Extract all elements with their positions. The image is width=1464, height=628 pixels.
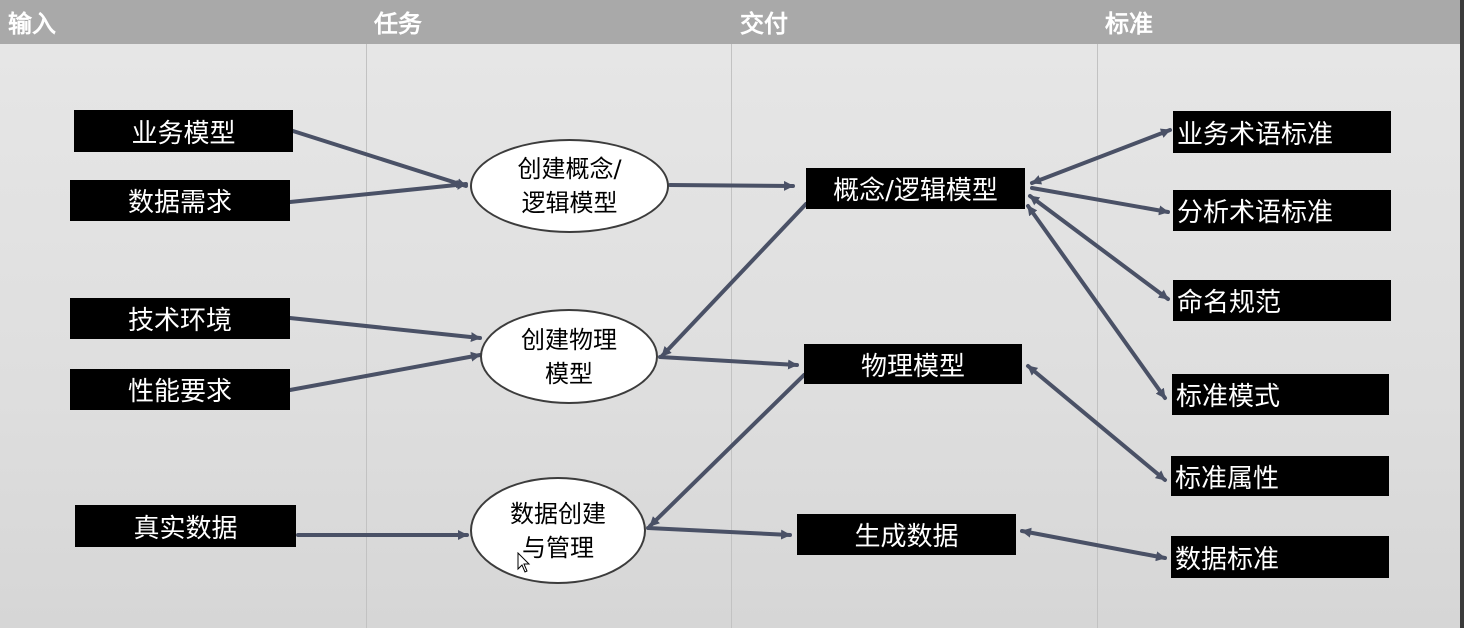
arrow-business-model-to-task1 (291, 129, 468, 189)
input-real-data: 真实数据 (75, 505, 296, 547)
arrow-phys-model-attributes (1026, 364, 1167, 482)
header-bar: 输入 任务 交付 标准 (0, 0, 1464, 44)
header-standard: 标准 (1105, 10, 1153, 38)
arrow-perf-req-to-task2 (288, 351, 482, 392)
arrow-cl-model-to-task2 (660, 202, 808, 358)
task1-line2: 逻辑模型 (521, 189, 618, 217)
task-data-create-manage: 数据创建 与管理 (470, 477, 646, 584)
standard-data-standards: 数据标准 (1171, 536, 1389, 578)
mouse-cursor-icon (517, 552, 531, 573)
deliverable-conceptual-logical-model: 概念/逻辑模型 (806, 168, 1025, 209)
standard-analysis-terms: 分析术语标准 (1173, 190, 1391, 231)
task2-line2: 模型 (545, 359, 593, 388)
deliverable-physical-model: 物理模型 (804, 344, 1022, 384)
input-data-requirements: 数据需求 (70, 180, 290, 221)
arrow-task3-to-gen-data (646, 526, 792, 540)
standard-patterns: 标准模式 (1172, 374, 1389, 415)
arrow-gen-data-data-standards (1020, 527, 1167, 562)
arrow-cl-model-business-terms (1030, 128, 1172, 185)
task-create-physical: 创建物理 模型 (480, 309, 658, 404)
arrow-cl-model-patterns (1026, 204, 1167, 400)
arrow-tech-env-to-task2 (288, 316, 482, 343)
arrow-cl-model-naming (1028, 194, 1170, 301)
column-divider (731, 44, 732, 628)
arrow-data-req-to-task1 (288, 179, 468, 204)
input-tech-environment: 技术环境 (70, 298, 290, 339)
header-input: 输入 (8, 10, 56, 38)
header-task: 任务 (374, 10, 422, 38)
arrow-task2-to-phys-model (658, 355, 799, 370)
task3-line1: 数据创建 (510, 499, 606, 528)
standard-business-terms: 业务术语标准 (1173, 111, 1391, 153)
standard-naming: 命名规范 (1173, 280, 1391, 321)
task1-line1: 创建概念/ (517, 155, 622, 183)
column-divider (366, 44, 367, 628)
deliverable-generated-data: 生成数据 (797, 514, 1016, 555)
arrow-task1-to-cl-model (668, 180, 795, 191)
window-edge (1460, 0, 1464, 628)
standard-attributes: 标准属性 (1171, 456, 1389, 496)
task-create-conceptual-logical: 创建概念/ 逻辑模型 (470, 139, 669, 233)
arrow-phys-model-to-task3 (648, 373, 806, 528)
header-deliverable: 交付 (740, 10, 788, 38)
task2-line1: 创建物理 (521, 325, 617, 354)
input-business-model: 业务模型 (74, 110, 293, 152)
input-performance-requirements: 性能要求 (70, 369, 290, 410)
arrow-cl-model-analysis-terms (1030, 186, 1170, 216)
task3-line2: 与管理 (522, 533, 594, 562)
